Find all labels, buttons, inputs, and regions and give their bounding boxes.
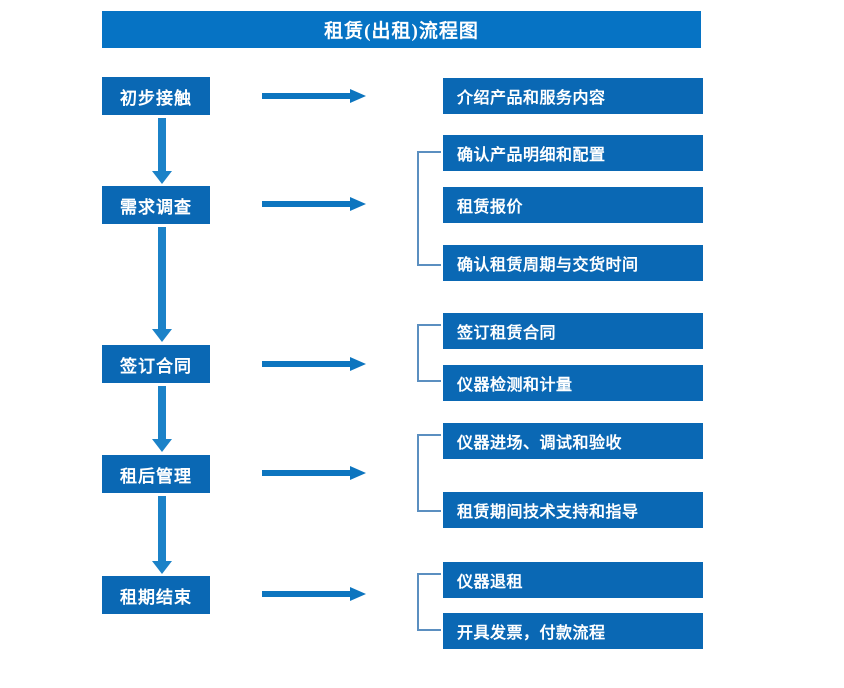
detail-box-3[interactable]: 租赁报价 (443, 187, 703, 223)
arrow-head (152, 561, 172, 574)
arrow-down-3-icon (150, 386, 174, 452)
page-title: 租赁(出租)流程图 (102, 11, 701, 48)
arrow-down-2-icon (150, 227, 174, 342)
stage-box-1[interactable]: 初步接触 (102, 77, 210, 115)
bracket-group-demand (417, 151, 441, 266)
arrow-shaft (158, 496, 166, 562)
arrow-stage-2-to-details-icon (262, 195, 366, 213)
detail-box-10[interactable]: 开具发票，付款流程 (443, 613, 703, 649)
arrow-shaft (262, 361, 350, 367)
arrow-shaft (158, 118, 166, 172)
detail-box-5[interactable]: 签订租赁合同 (443, 313, 703, 349)
stage-box-4[interactable]: 租后管理 (102, 455, 210, 493)
arrow-shaft (262, 470, 350, 476)
detail-box-9[interactable]: 仪器退租 (443, 562, 703, 598)
arrow-shaft (262, 201, 350, 207)
arrow-head (152, 329, 172, 342)
arrow-head (350, 587, 366, 601)
detail-box-6[interactable]: 仪器检测和计量 (443, 365, 703, 401)
arrow-head (350, 357, 366, 371)
bracket-group-contract (417, 324, 441, 382)
arrow-stage-3-to-details-icon (262, 355, 366, 373)
arrow-shaft (158, 227, 166, 330)
detail-box-8[interactable]: 租赁期间技术支持和指导 (443, 492, 703, 528)
detail-box-1[interactable]: 介绍产品和服务内容 (443, 78, 703, 114)
stage-box-2[interactable]: 需求调查 (102, 186, 210, 224)
detail-box-2[interactable]: 确认产品明细和配置 (443, 135, 703, 171)
arrow-shaft (262, 591, 350, 597)
detail-box-7[interactable]: 仪器进场、调试和验收 (443, 423, 703, 459)
arrow-down-1-icon (150, 118, 174, 184)
arrow-stage-1-to-details-icon (262, 87, 366, 105)
arrow-stage-5-to-details-icon (262, 585, 366, 603)
stage-box-5[interactable]: 租期结束 (102, 576, 210, 614)
arrow-head (152, 439, 172, 452)
arrow-head (350, 89, 366, 103)
stage-box-3[interactable]: 签订合同 (102, 345, 210, 383)
detail-box-4[interactable]: 确认租赁周期与交货时间 (443, 245, 703, 281)
bracket-group-management (417, 434, 441, 512)
arrow-down-4-icon (150, 496, 174, 574)
bracket-group-end (417, 573, 441, 631)
arrow-head (350, 466, 366, 480)
arrow-stage-4-to-details-icon (262, 464, 366, 482)
arrow-head (152, 171, 172, 184)
arrow-shaft (262, 93, 350, 99)
arrow-head (350, 197, 366, 211)
arrow-shaft (158, 386, 166, 440)
